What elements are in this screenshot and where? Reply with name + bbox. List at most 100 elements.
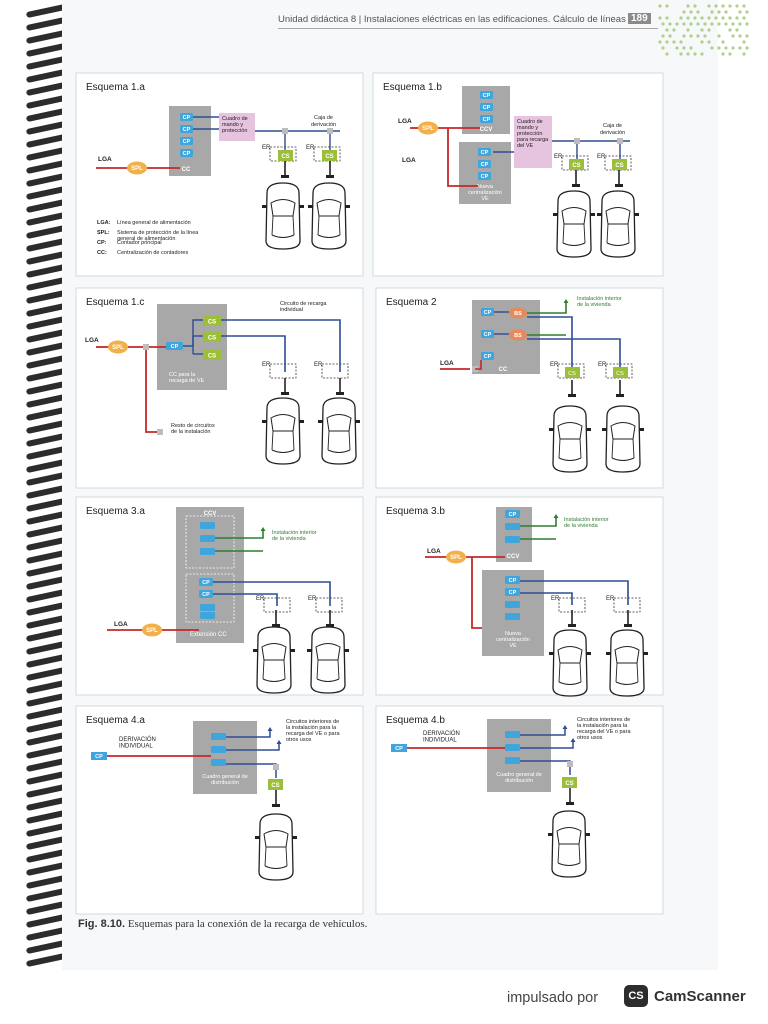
er-label: ER	[256, 596, 265, 602]
decorative-dot	[689, 22, 692, 25]
cs-label: CS	[615, 163, 623, 169]
decorative-dot	[728, 28, 731, 31]
spl-label: SPL	[450, 555, 462, 561]
decorative-dot	[728, 52, 731, 55]
lga-label: LGA	[427, 548, 441, 555]
junction-node	[617, 138, 623, 144]
car-mirror	[597, 213, 602, 216]
panel-title: Esquema 2	[386, 297, 437, 308]
legend-term: SPL:	[97, 230, 110, 236]
decorative-dot	[665, 28, 668, 31]
car-mirror	[590, 213, 595, 216]
cp-label: CP	[481, 174, 489, 180]
decorative-dot	[738, 46, 741, 49]
cp-label: CP	[483, 105, 491, 111]
car-icon	[602, 406, 644, 472]
decorative-dot	[735, 4, 738, 7]
meter-block	[505, 731, 520, 738]
car-icon	[307, 627, 349, 693]
decorative-dot	[707, 4, 710, 7]
cp-label: CP	[509, 578, 517, 584]
ccv-label: CCV	[204, 511, 217, 517]
camscanner-brand: CamScanner	[654, 988, 746, 1005]
cs-label: CS	[616, 371, 624, 377]
decorative-dot	[738, 22, 741, 25]
cp-label: CP	[484, 310, 492, 316]
legend-desc: Contador principal	[117, 240, 162, 246]
decorative-dot	[682, 10, 685, 13]
cs-label: CS	[208, 354, 216, 360]
plug-icon	[615, 184, 623, 187]
decorative-dot	[717, 34, 720, 37]
decorative-dot	[745, 46, 748, 49]
meter-block	[505, 523, 520, 530]
cs-label: CS	[565, 781, 573, 787]
cc-label: CC	[499, 367, 508, 373]
car-mirror	[318, 420, 323, 423]
decorative-dot	[679, 52, 682, 55]
meter-block	[200, 604, 215, 611]
car-mirror	[345, 205, 350, 208]
decorative-dot	[707, 40, 710, 43]
decorative-dot	[728, 4, 731, 7]
lga-label: LGA	[398, 118, 412, 125]
cp-label: CP	[183, 151, 191, 157]
plug-icon	[624, 624, 632, 627]
caption-text: Esquemas para la conexión de la recarga …	[125, 918, 367, 930]
plug-icon	[566, 802, 574, 805]
car-mirror	[548, 833, 553, 836]
legend-term: LGA:	[97, 220, 111, 226]
decorative-dot	[693, 4, 696, 7]
car-icon	[308, 183, 350, 249]
decorative-dot	[686, 52, 689, 55]
caja-derivacion-label: derivación	[600, 130, 625, 136]
junction-node	[157, 429, 163, 435]
car-mirror	[255, 836, 260, 839]
plug-icon	[616, 394, 624, 397]
decorative-dot	[710, 46, 713, 49]
cs-label: CS	[568, 371, 576, 377]
decorative-dot	[731, 46, 734, 49]
cs-label: CS	[572, 163, 580, 169]
meter-block	[200, 535, 215, 542]
junction-node	[282, 128, 288, 134]
car-icon	[255, 814, 297, 880]
meter-block	[505, 536, 520, 543]
car-mirror	[606, 652, 611, 655]
meter-block	[505, 601, 520, 608]
decorative-dot	[689, 34, 692, 37]
er-label: ER	[554, 154, 563, 160]
cp-label: CP	[202, 592, 210, 598]
decorative-dot	[658, 16, 661, 19]
cp-label: CP	[481, 162, 489, 168]
spl-label: SPL	[112, 345, 124, 351]
decorative-dot	[714, 4, 717, 7]
decorative-dot	[721, 16, 724, 19]
car-mirror	[634, 213, 639, 216]
decorative-dot	[689, 10, 692, 13]
cc-label: CC	[182, 167, 191, 173]
decorative-dot	[668, 22, 671, 25]
decorative-dot	[724, 22, 727, 25]
lga-label: LGA	[98, 156, 112, 163]
decorative-dot	[703, 22, 706, 25]
decorative-dot	[721, 40, 724, 43]
car-mirror	[344, 649, 349, 652]
decorative-dot	[735, 16, 738, 19]
cs-label: CS	[281, 154, 289, 160]
decorative-dot	[682, 46, 685, 49]
figure-caption: Fig. 8.10. Esquemas para la conexión de …	[78, 918, 367, 930]
decorative-dot	[696, 34, 699, 37]
car-mirror	[553, 213, 558, 216]
decorative-dot	[686, 28, 689, 31]
camscanner-logo-icon: CS	[624, 985, 648, 1007]
lga-label: LGA	[440, 360, 454, 367]
caja-derivacion-label: Caja de	[314, 115, 333, 121]
cs-label: CS	[325, 154, 333, 160]
car-mirror	[307, 649, 312, 652]
decorative-dot	[742, 4, 745, 7]
car-mirror	[639, 428, 644, 431]
plug-icon	[572, 184, 580, 187]
decorative-dot	[679, 40, 682, 43]
